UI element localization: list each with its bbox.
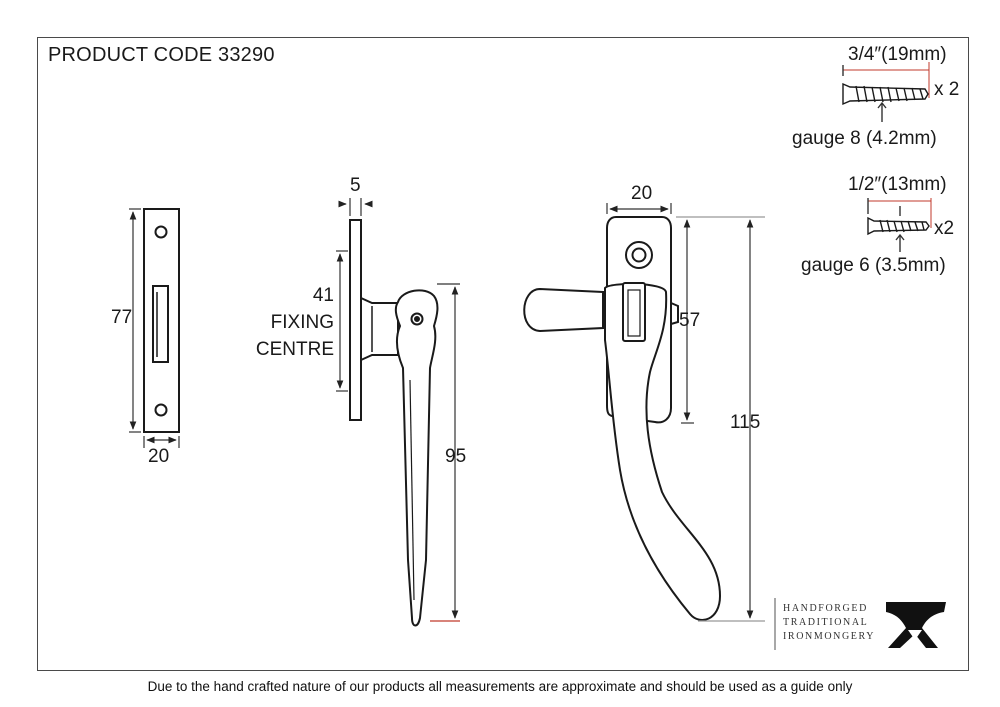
- handle-side-profile: [394, 289, 439, 627]
- anvil-a-logo-icon: [886, 602, 946, 648]
- screw-13mm-icon: [867, 198, 932, 252]
- fixing-line2: CENTRE: [255, 339, 334, 360]
- handle-length-label: 95: [445, 446, 467, 467]
- keep-top-screw-hole: [154, 225, 168, 239]
- nose-latch: [523, 287, 604, 333]
- keep-plate: [143, 208, 180, 433]
- fastener-front-view: [523, 216, 722, 621]
- screw-2-gauge: gauge 6 (3.5mm): [801, 255, 946, 276]
- brand-line-2: TRADITIONAL: [783, 617, 869, 628]
- pear-drop-handle: [604, 282, 722, 621]
- brand-line-1: HANDFORGED: [783, 603, 868, 614]
- screw-19mm-icon: [842, 62, 930, 122]
- fixing-centre-label: 41 FIXING CENTRE: [250, 282, 334, 363]
- screw-1-quantity: x 2: [934, 79, 960, 100]
- product-code-title: PRODUCT CODE 33290: [48, 44, 275, 66]
- total-height-label: 115: [730, 412, 761, 433]
- keep-bottom-screw-hole: [154, 403, 168, 417]
- keep-slot: [152, 285, 169, 363]
- keep-height-label: 77: [111, 307, 133, 328]
- backplate-edge: [349, 219, 362, 421]
- keep-width-label: 20: [148, 446, 170, 467]
- screw-2-length: 1/2″(13mm): [848, 174, 947, 195]
- keep-dimensions: [129, 208, 180, 448]
- fixing-line1: FIXING: [270, 312, 334, 333]
- fixing-value: 41: [312, 285, 334, 306]
- front-dimensions: [606, 203, 765, 622]
- spindle-neck: [360, 296, 399, 362]
- screw-1-length: 3/4″(19mm): [848, 44, 947, 65]
- side-dimensions: [336, 198, 460, 622]
- screw-1-gauge: gauge 8 (4.2mm): [792, 128, 937, 149]
- plate-thickness-label: 5: [350, 175, 361, 196]
- disclaimer-text: Due to the hand crafted nature of our pr…: [147, 679, 853, 694]
- drawing-frame: [37, 37, 969, 671]
- body-height-label: 57: [679, 310, 701, 331]
- front-width-label: 20: [631, 183, 653, 204]
- screw-2-quantity: x2: [934, 218, 955, 239]
- fastener-side-view: [349, 219, 439, 627]
- window-keep-view: [143, 208, 180, 433]
- brand-line-3: IRONMONGERY: [783, 631, 876, 642]
- handle-slot: [622, 282, 646, 342]
